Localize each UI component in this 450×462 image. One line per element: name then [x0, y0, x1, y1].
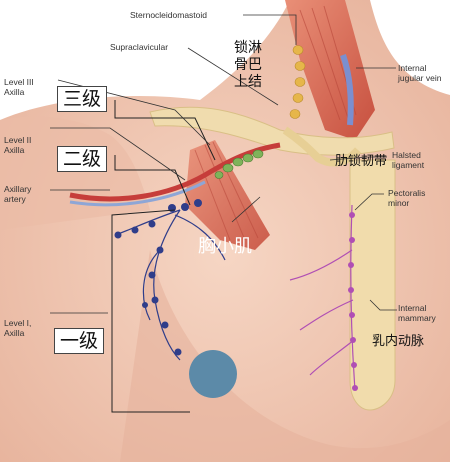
axillary-artery	[69, 142, 281, 202]
level-2-lymph-nodes	[214, 149, 264, 179]
label-cn-level-2: 二级	[57, 146, 108, 172]
label-cn-pectoralis-minor: 胸小肌	[198, 236, 252, 257]
label-level-1-axilla: Level I, Axilla	[4, 318, 32, 338]
axillary-vein	[69, 180, 206, 207]
label-axillary-artery: Axillary artery	[4, 184, 32, 204]
label-cn-costoclavicular-ligament: 肋锁韧带	[335, 154, 388, 169]
supraclavicular-lymph-nodes	[289, 45, 306, 119]
label-pectoralis-minor: Pectoralis minor	[388, 188, 426, 208]
label-internal-mammary: Internal mammary	[398, 303, 436, 323]
label-cn-level-3: 三级	[57, 86, 108, 112]
label-level-3-axilla: Level III Axilla	[4, 77, 34, 97]
internal-mammary-nodes	[348, 212, 358, 391]
label-cn-internal-mammary-artery: 乳内动脉	[372, 334, 425, 349]
label-cn-supraclavicular-nodes: 锁淋 骨巴 上结	[234, 40, 262, 90]
label-level-2-axilla: Level II Axilla	[4, 135, 32, 155]
tumor-mass	[189, 350, 237, 398]
label-halsted-ligament: Halsted ligament	[392, 150, 425, 170]
level-brackets	[111, 100, 216, 413]
pectoralis-minor-muscle	[185, 140, 270, 250]
clavicle-bone	[149, 106, 395, 167]
label-supraclavicular: Supraclavicular	[110, 42, 169, 52]
label-internal-jugular-vein: Internal jugular vein	[398, 63, 442, 83]
sternum	[349, 159, 396, 411]
internal-jugular-vein	[340, 54, 354, 126]
label-sternocleidomastoid: Sternocleidomastoid	[130, 10, 208, 20]
label-cn-level-1: 一级	[54, 328, 105, 354]
